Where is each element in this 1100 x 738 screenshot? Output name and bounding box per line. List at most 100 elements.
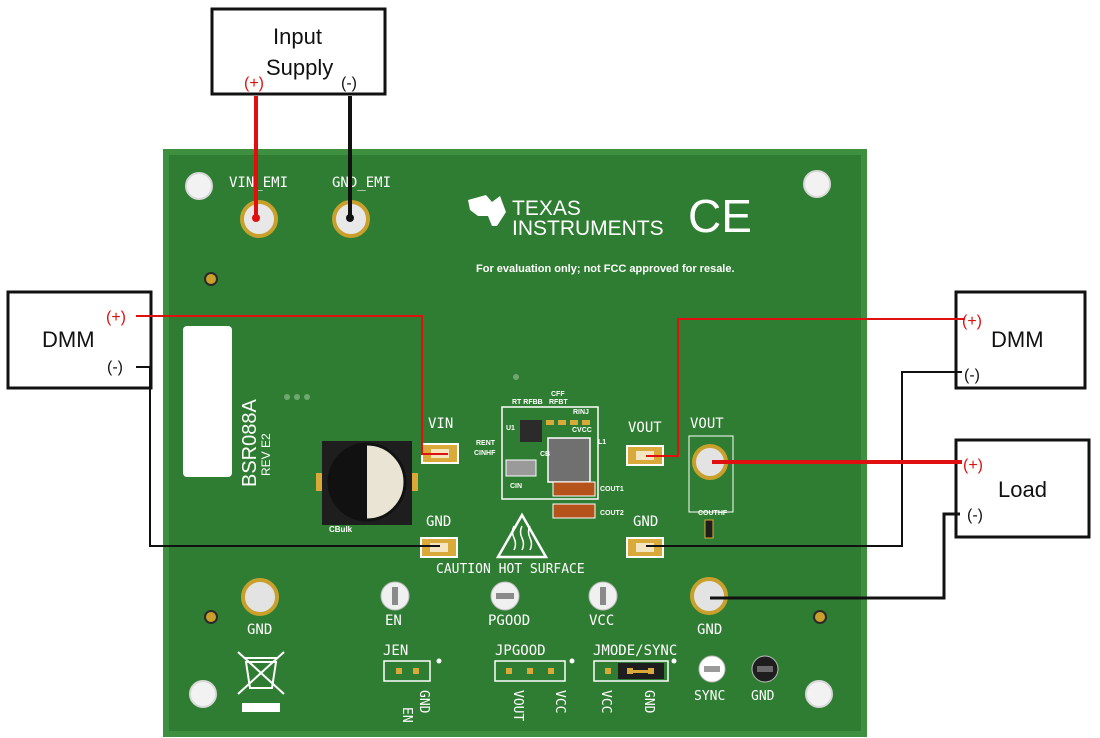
jpgood-header[interactable] [494,660,566,682]
jpgood-pin [506,668,512,674]
couthf-label: COUTHF [698,510,728,517]
mounting-hole-bottom-right [805,680,833,708]
via [304,394,310,400]
jen-pin1-label: EN [399,707,414,723]
ti-logo: TEXAS INSTRUMENTS [468,195,664,240]
dmm-left-box [6,290,153,390]
input-supply-pos: (+) [244,75,264,92]
load-neg: (-) [967,507,983,524]
dmm-right-pos: (+) [962,313,982,330]
gnd-left-pad-inner [430,543,448,552]
dmm-left-label: DMM [42,327,95,352]
jmode-pin1-label: VCC [598,690,613,713]
vout-pad-label: VOUT [628,420,662,436]
jen-pin2-label: GND [416,690,431,714]
vcc-testpoint-slot [600,587,606,605]
mounting-hole-bottom-left [189,680,217,708]
vcc-label: VCC [589,613,614,629]
input-supply-box [210,7,387,96]
sync-testpoint-slot [704,666,720,672]
jmode-label: JMODE/SYNC [593,643,677,659]
gnd-bottom-left-terminal[interactable] [241,578,279,616]
via [513,374,519,380]
input-supply-line2: Supply [266,55,333,80]
en-testpoint-slot [392,587,398,605]
ti-logo-line2: INSTRUMENTS [512,217,664,240]
caution-label: CAUTION HOT SURFACE [436,562,585,577]
comp-cin: CIN [510,483,522,490]
gnd-bottom-left-label: GND [247,622,272,638]
gnd-bottom-right-label: GND [697,622,722,638]
pin1-dot [569,658,575,664]
via [284,394,290,400]
ti-logo-line1: TEXAS [512,197,581,220]
input-supply-line1: Input [273,24,322,49]
input-supply-neg: (-) [341,75,357,92]
comp-rent: RENT [476,440,496,447]
dmm-left-neg-wire [136,366,440,547]
comp-l1: L1 [598,439,606,446]
jmode-pin [605,668,611,674]
jmode-header[interactable] [593,660,669,682]
component-cluster [501,406,599,519]
mounting-hole-top-right [803,170,831,198]
mounting-hole-top-left [185,172,213,200]
vout-outline [688,435,734,513]
pin1-dot [671,658,677,664]
dmm-left-neg: (-) [107,359,123,376]
pgood-testpoint-slot [496,593,514,599]
jmode-shunt-bar [630,670,652,673]
load-neg-wire [710,512,960,600]
bulk-capacitor [316,441,418,525]
gnd-right-pad-inner [636,543,654,552]
part-number: BSR088A [239,399,261,487]
gnd-emi-label: GND_EMI [332,175,391,191]
pgood-label: PGOOD [488,613,530,629]
comp-rfbt: RFBT [549,399,568,406]
via [813,610,827,624]
gnd-left-label: GND [426,514,451,530]
gnd-bottom-right-terminal[interactable] [690,577,728,615]
comp-rt-rfbb: RT RFBB [512,399,543,406]
dmm-left-pos: (+) [106,309,126,326]
revision: REV E2 [259,433,273,476]
ce-mark: CE [688,190,752,242]
dmm-left-pos-wire [136,315,448,455]
vout-post-label: VOUT [690,416,724,432]
pcb-board [163,149,867,737]
jpgood-pin [527,668,533,674]
pin1-dot [436,658,442,664]
jen-label: JEN [383,643,408,659]
dmm-right-neg: (-) [964,367,980,384]
dmm-right-box [954,290,1087,390]
dmm-right-pos-wire [646,318,965,457]
dmm-right-neg-wire [646,371,962,547]
comp-cinhf: CINHF [474,450,496,457]
vin-emi-label: VIN_EMI [229,175,288,191]
vin-label: VIN [428,416,453,432]
dmm-right-label: DMM [991,327,1044,352]
jmode-pin2-label: GND [641,690,656,714]
weee-bin-icon [237,651,285,712]
jen-pin [396,668,402,674]
via [204,272,218,286]
load-pos: (+) [963,457,983,474]
jpgood-pin [548,668,554,674]
en-label: EN [385,613,402,629]
wire-end-dot [252,214,260,222]
gnd-right-label: GND [633,514,658,530]
jen-header[interactable] [383,660,431,682]
comp-cb: CB [540,451,550,458]
vout-pad-inner [636,451,654,460]
wire-end-dot [346,214,354,222]
label-area [183,326,232,477]
cbulk-label: CBulk [329,525,353,534]
gnd-testpoint-label: GND [751,689,775,704]
jpgood-pin2-label: VCC [552,690,567,713]
fcc-note: For evaluation only; not FCC approved fo… [476,263,735,275]
comp-cff: CFF [551,391,565,398]
comp-rinj: RINJ [573,409,589,416]
comp-cout2: COUT2 [600,510,624,517]
comp-u1: U1 [506,425,515,432]
